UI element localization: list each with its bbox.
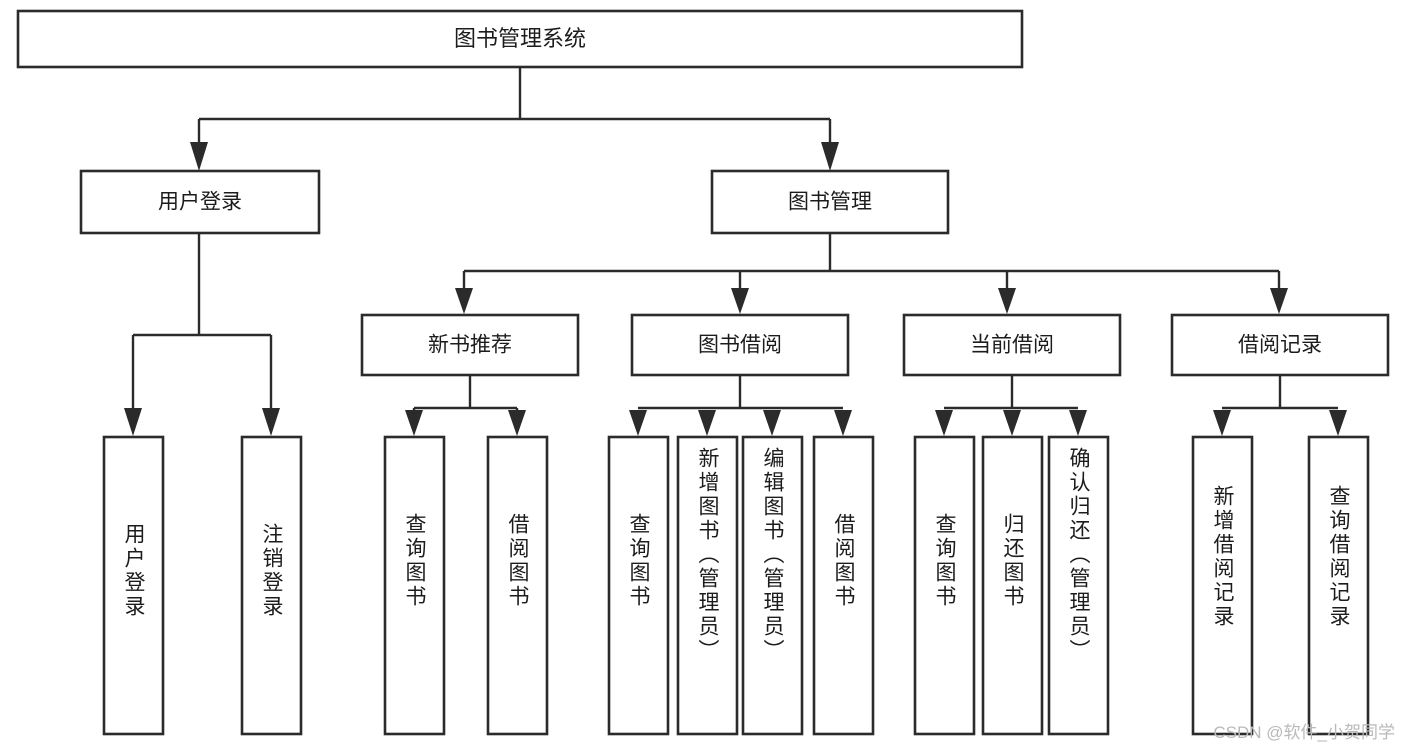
node-leaf-query-book-1-box[interactable] <box>383 435 446 736</box>
connector-group-borrow-record <box>1213 375 1347 436</box>
node-new-book-recommend-box[interactable] <box>360 313 580 377</box>
node-current-borrow-label: 当前借阅 <box>970 334 1054 357</box>
connector-group-user-login <box>124 233 280 436</box>
arrow-head-leaf-return-book <box>1003 410 1021 436</box>
node-leaf-query-record-box[interactable] <box>1307 435 1370 736</box>
node-leaf-query-book-2-box[interactable] <box>607 435 670 736</box>
arrow-head-book-borrow <box>731 288 749 314</box>
node-leaf-return-book-box[interactable] <box>981 435 1044 736</box>
node-new-book-recommend-label: 新书推荐 <box>428 334 512 357</box>
connector-group-root <box>190 67 839 171</box>
arrow-head-borrow-record <box>1270 288 1288 314</box>
arrow-head-leaf-add-book <box>698 410 716 436</box>
node-user-login-label: 用户登录 <box>158 191 242 214</box>
arrow-head-leaf-edit-book <box>763 410 781 436</box>
arrow-head-leaf-add-record <box>1213 410 1231 436</box>
arrow-head-user-login <box>190 142 208 171</box>
node-book-borrow-box[interactable] <box>630 313 850 377</box>
node-book-manage[interactable]: 图书管理 <box>710 169 950 235</box>
arrow-head-leaf-user-login <box>124 408 142 436</box>
node-leaf-add-record-box[interactable] <box>1191 435 1254 736</box>
node-book-manage-box[interactable] <box>710 169 950 235</box>
node-user-login[interactable]: 用户登录 <box>79 169 321 235</box>
node-book-manage-label: 图书管理 <box>788 191 872 214</box>
node-root[interactable]: 图书管理系统 <box>16 9 1024 69</box>
node-leaf-confirm-return-box[interactable] <box>1047 435 1110 736</box>
node-leaf-logout-box[interactable] <box>240 435 303 736</box>
node-new-book-recommend[interactable]: 新书推荐 <box>360 313 580 377</box>
arrow-head-leaf-logout <box>262 408 280 436</box>
node-user-login-box[interactable] <box>79 169 321 235</box>
arrow-head-leaf-borrow-book-2 <box>834 410 852 436</box>
connector-group-new-book-recommend <box>405 375 526 436</box>
node-book-borrow-label: 图书借阅 <box>698 334 782 357</box>
connector-group-book-manage <box>455 233 1288 314</box>
arrow-head-leaf-borrow-book-1 <box>508 410 526 436</box>
arrow-head-leaf-query-book-2 <box>629 410 647 436</box>
node-book-borrow[interactable]: 图书借阅 <box>630 313 850 377</box>
arrow-head-current-borrow <box>998 288 1016 314</box>
node-leaf-add-book-box[interactable] <box>676 435 739 736</box>
node-borrow-record-box[interactable] <box>1170 313 1390 377</box>
connector-group-book-borrow <box>629 375 852 436</box>
arrow-head-leaf-query-record <box>1329 410 1347 436</box>
node-leaf-borrow-book-1-box[interactable] <box>486 435 549 736</box>
node-leaf-edit-book-box[interactable] <box>741 435 804 736</box>
node-root-label: 图书管理系统 <box>454 26 586 51</box>
node-leaf-query-book-3-box[interactable] <box>913 435 976 736</box>
node-current-borrow[interactable]: 当前借阅 <box>902 313 1122 377</box>
arrow-head-book-manage <box>821 142 839 171</box>
arrow-head-leaf-query-book-3 <box>935 410 953 436</box>
connector-group-current-borrow <box>935 375 1087 436</box>
node-borrow-record[interactable]: 借阅记录 <box>1170 313 1390 377</box>
arrow-head-new-book-recommend <box>455 288 473 314</box>
node-root-box[interactable] <box>16 9 1024 69</box>
arrow-head-leaf-confirm-return <box>1069 410 1087 436</box>
node-leaf-borrow-book-2-box[interactable] <box>812 435 875 736</box>
node-borrow-record-label: 借阅记录 <box>1238 334 1322 357</box>
node-leaf-user-login-box[interactable] <box>102 435 165 736</box>
arrow-head-leaf-query-book-1 <box>405 410 423 436</box>
node-current-borrow-box[interactable] <box>902 313 1122 377</box>
